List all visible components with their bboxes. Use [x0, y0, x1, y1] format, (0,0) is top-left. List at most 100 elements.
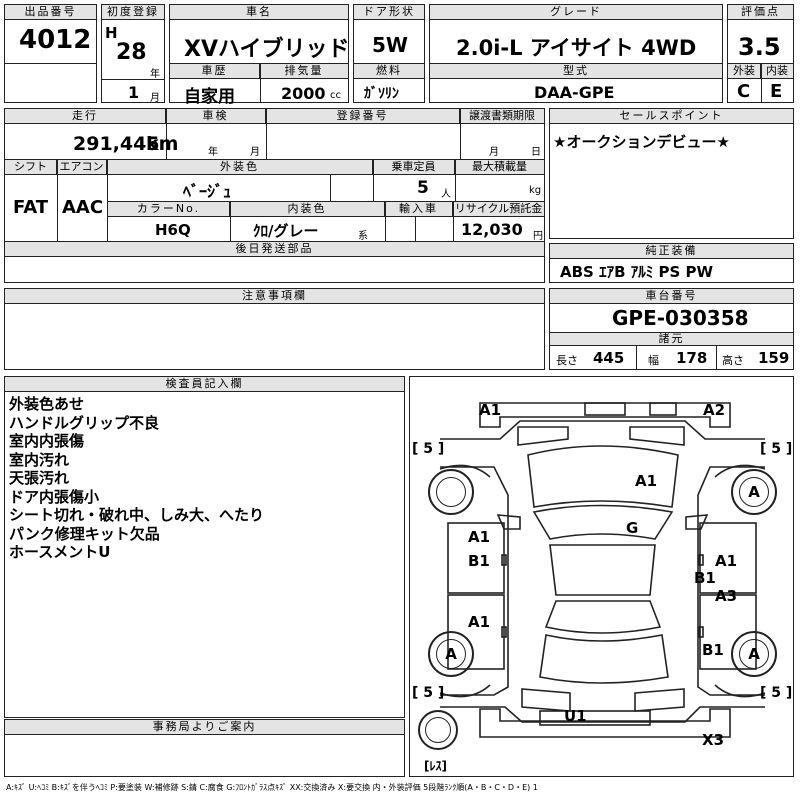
car-name-box: 車名 XVハイブリッド 車歴 排気量 自家用 2000 cc: [169, 4, 350, 107]
ext-color-value: ﾍﾞｰｼﾞｭ: [183, 182, 232, 201]
payload-label: 最大積載量: [455, 160, 544, 175]
mark-right-rear: B1: [702, 641, 724, 659]
recycle-value: 12,030: [461, 220, 523, 239]
recycle-label: リサイクル預託金: [453, 202, 544, 217]
ac-label: エアコン: [57, 160, 107, 175]
reg-year: 28: [116, 40, 147, 65]
wheel-front-right-inner: A: [739, 477, 769, 507]
displacement-label: 排気量: [260, 64, 348, 79]
tire-rear-right: [ 5 ]: [760, 685, 793, 701]
first-reg-label: 初度登録: [102, 5, 164, 20]
era-letter: H: [105, 24, 118, 42]
height-label: 高さ: [722, 354, 744, 367]
wheel-rear-left-inner: A: [436, 639, 466, 669]
office-box: 事務局よりご案内: [4, 719, 405, 777]
grade-value: 2.0i-L アイサイト 4WD: [456, 36, 697, 60]
capacity-value: 5: [417, 178, 429, 198]
lot-number: 4012: [19, 25, 92, 55]
month-unit: 月: [150, 93, 160, 104]
height-value: 159: [758, 349, 790, 367]
door-box: ドア形状 5W 燃料 ｶﾞｿﾘﾝ: [353, 4, 425, 103]
sales-point-text: ★オークションデビュー★: [553, 133, 730, 151]
wheel-rear-right-inner: A: [739, 639, 769, 669]
mileage-unit: km: [146, 133, 179, 155]
office-label: 事務局よりご案内: [5, 720, 404, 735]
spare-tyre: [418, 710, 458, 750]
mark-rear-bumper: U1: [564, 707, 587, 725]
note-line: 天張汚れ: [9, 469, 70, 487]
width-label: 幅: [648, 354, 659, 367]
note-line: ドア内張傷小: [9, 487, 100, 506]
width-value: 178: [676, 349, 708, 367]
caution-label: 注意事項欄: [5, 289, 544, 304]
length-value: 445: [593, 349, 625, 367]
later-parts-label: 後日発送部品: [5, 242, 544, 257]
tire-front-right: [ 5 ]: [760, 441, 793, 457]
equipment-value: ABS ｴｱB ｱﾙﾐ PS PW: [560, 263, 714, 281]
dims-label: 諸元: [550, 333, 793, 346]
inspection-month-unit: 月: [250, 147, 260, 158]
recycle-unit: 円: [533, 231, 543, 242]
tire-front-left: [ 5 ]: [412, 441, 445, 457]
note-line: ハンドルグリップ不良: [9, 413, 160, 432]
mark-bonnet: A1: [635, 472, 658, 490]
fuel-value: ｶﾞｿﾘﾝ: [364, 86, 399, 102]
score-value: 3.5: [738, 33, 781, 61]
sales-point-label: セールスポイント: [550, 109, 793, 124]
spare-label: [ﾚｽ]: [424, 759, 447, 773]
note-line: 室内汚れ: [9, 450, 70, 469]
import-label: 輸入車: [385, 202, 453, 217]
door-value: 5W: [372, 33, 408, 57]
color-no-label: カラーNo.: [108, 202, 230, 217]
ac-value: AAC: [62, 197, 104, 218]
interior-grade: E: [770, 81, 783, 102]
mark-left-door-a: A1: [468, 528, 491, 546]
displacement-value: 2000: [281, 84, 326, 103]
score-label: 評価点: [728, 5, 793, 20]
mark-roof: G: [626, 519, 639, 537]
int-color-suffix: 系: [358, 231, 368, 242]
reg-month: 1: [128, 83, 140, 102]
note-line: パンク修理キット欠品: [9, 524, 160, 543]
inspector-box: 検査員記入欄 外装色あせ ハンドルグリップ不良 室内内張傷 室内汚れ 天張汚れ …: [4, 376, 405, 718]
wheel-rear-right: [731, 631, 777, 677]
lot-label: 出品番号: [5, 5, 96, 20]
door-label: ドア形状: [354, 5, 424, 20]
capacity-unit: 人: [441, 189, 451, 200]
mark-rear-corner: X3: [702, 731, 725, 749]
chassis-box: 車台番号 GPE-030358 諸元 長さ 445 幅 178 高さ 159: [549, 288, 794, 370]
mark-front-left: A1: [479, 401, 502, 419]
deadline-month-unit: 月: [489, 147, 499, 158]
chassis-label: 車台番号: [550, 289, 793, 304]
model-value: DAA-GPE: [534, 83, 615, 102]
first-reg-box: 初度登録 H 28 年 1 月: [101, 4, 165, 104]
deadline-label: 譲渡書類期限: [460, 109, 544, 124]
mark-left-door-b: B1: [468, 552, 490, 570]
ext-color-label: 外装色: [107, 160, 373, 175]
inspector-notes: 外装色あせ ハンドルグリップ不良 室内内張傷 室内汚れ 天張汚れ ドア内張傷小 …: [9, 395, 264, 562]
registration-label: 登録番号: [266, 109, 460, 124]
mileage-value: 291,445: [73, 133, 160, 155]
chassis-number: GPE-030358: [612, 306, 749, 330]
wheel-rear-left: [428, 631, 474, 677]
car-name-label: 車名: [170, 5, 348, 20]
lot-box: 出品番号 4012: [4, 4, 97, 103]
mark-right-door: A1: [715, 552, 738, 570]
note-line: ホースメントU: [9, 543, 111, 561]
mark-left-rear-door: A1: [468, 613, 491, 631]
payload-unit: kg: [529, 185, 542, 196]
inspector-label: 検査員記入欄: [5, 377, 404, 392]
wheel-front-right: [731, 469, 777, 515]
exterior-grade: C: [737, 81, 751, 102]
note-line: シート切れ・破れ中、しみ大、へたり: [9, 506, 265, 524]
mileage-label: 走行: [5, 109, 166, 124]
model-label: 型式: [430, 64, 722, 79]
sales-point-box: セールスポイント ★オークションデビュー★: [549, 108, 794, 239]
note-line: 外装色あせ: [9, 395, 85, 413]
year-unit: 年: [150, 69, 160, 80]
equipment-box: 純正装備 ABS ｴｱB ｱﾙﾐ PS PW: [549, 243, 794, 283]
equipment-label: 純正装備: [550, 244, 793, 259]
length-label: 長さ: [556, 354, 578, 367]
mark-right-pillar: B1: [694, 569, 716, 587]
int-color-label: 内装色: [230, 202, 385, 217]
